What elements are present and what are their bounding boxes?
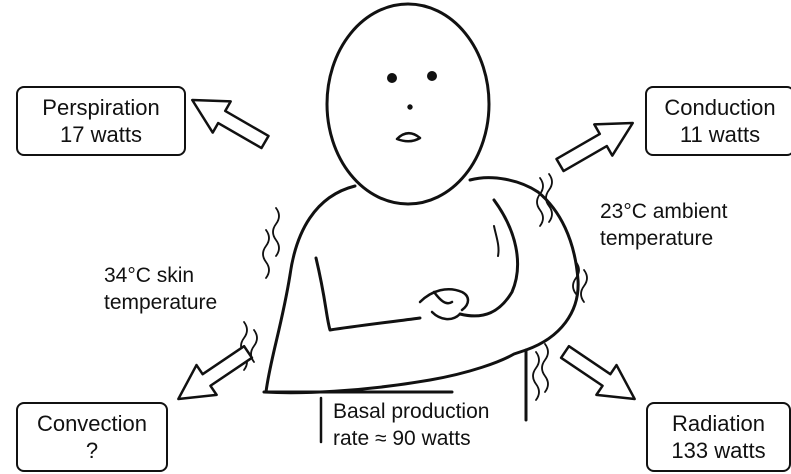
ambient-temperature-line1: 23°C ambient bbox=[600, 198, 727, 225]
person-chest-mark bbox=[494, 226, 499, 256]
radiation-title: Radiation bbox=[672, 410, 765, 437]
person-right-eye bbox=[428, 72, 437, 81]
radiation-box: Radiation 133 watts bbox=[646, 402, 791, 472]
perspiration-box: Perspiration 17 watts bbox=[16, 86, 186, 156]
conduction-box: Conduction 11 watts bbox=[645, 86, 791, 156]
radiation-value: 133 watts bbox=[671, 437, 765, 464]
basal-production-label: Basal production rate ≈ 90 watts bbox=[333, 398, 489, 452]
heat-waves bbox=[241, 174, 587, 400]
person-head bbox=[327, 4, 489, 204]
heat-wave bbox=[533, 352, 539, 400]
convection-box: Convection ? bbox=[16, 402, 168, 472]
perspiration-value: 17 watts bbox=[60, 121, 142, 148]
person-left-arm bbox=[316, 258, 420, 330]
conduction-title: Conduction bbox=[664, 94, 775, 121]
ambient-temperature-line2: temperature bbox=[600, 225, 727, 252]
person-figure bbox=[264, 4, 578, 420]
arrow-to-conduction bbox=[551, 107, 642, 180]
heat-wave bbox=[581, 270, 587, 302]
heat-wave bbox=[273, 208, 279, 256]
convection-title: Convection bbox=[37, 410, 147, 437]
heat-wave bbox=[546, 174, 552, 222]
convection-value: ? bbox=[86, 437, 98, 464]
arrow-to-radiation bbox=[555, 337, 645, 414]
person-mouth bbox=[397, 133, 420, 141]
person-torso-outline bbox=[264, 178, 578, 393]
basal-production-line2: rate ≈ 90 watts bbox=[333, 425, 489, 452]
person-hand bbox=[420, 289, 468, 319]
ambient-temperature-label: 23°C ambient temperature bbox=[600, 198, 727, 252]
skin-temperature-line2: temperature bbox=[104, 289, 217, 316]
heat-wave bbox=[263, 230, 269, 278]
person-left-eye bbox=[388, 74, 397, 83]
heat-wave bbox=[537, 178, 543, 226]
conduction-value: 11 watts bbox=[680, 121, 760, 148]
basal-production-line1: Basal production bbox=[333, 398, 489, 425]
arrow-to-perspiration bbox=[183, 84, 274, 157]
skin-temperature-line1: 34°C skin bbox=[104, 262, 217, 289]
arrow-to-convection bbox=[168, 337, 258, 414]
perspiration-title: Perspiration bbox=[42, 94, 159, 121]
heat-wave bbox=[542, 344, 548, 392]
person-nose bbox=[408, 105, 412, 109]
skin-temperature-label: 34°C skin temperature bbox=[104, 262, 217, 316]
